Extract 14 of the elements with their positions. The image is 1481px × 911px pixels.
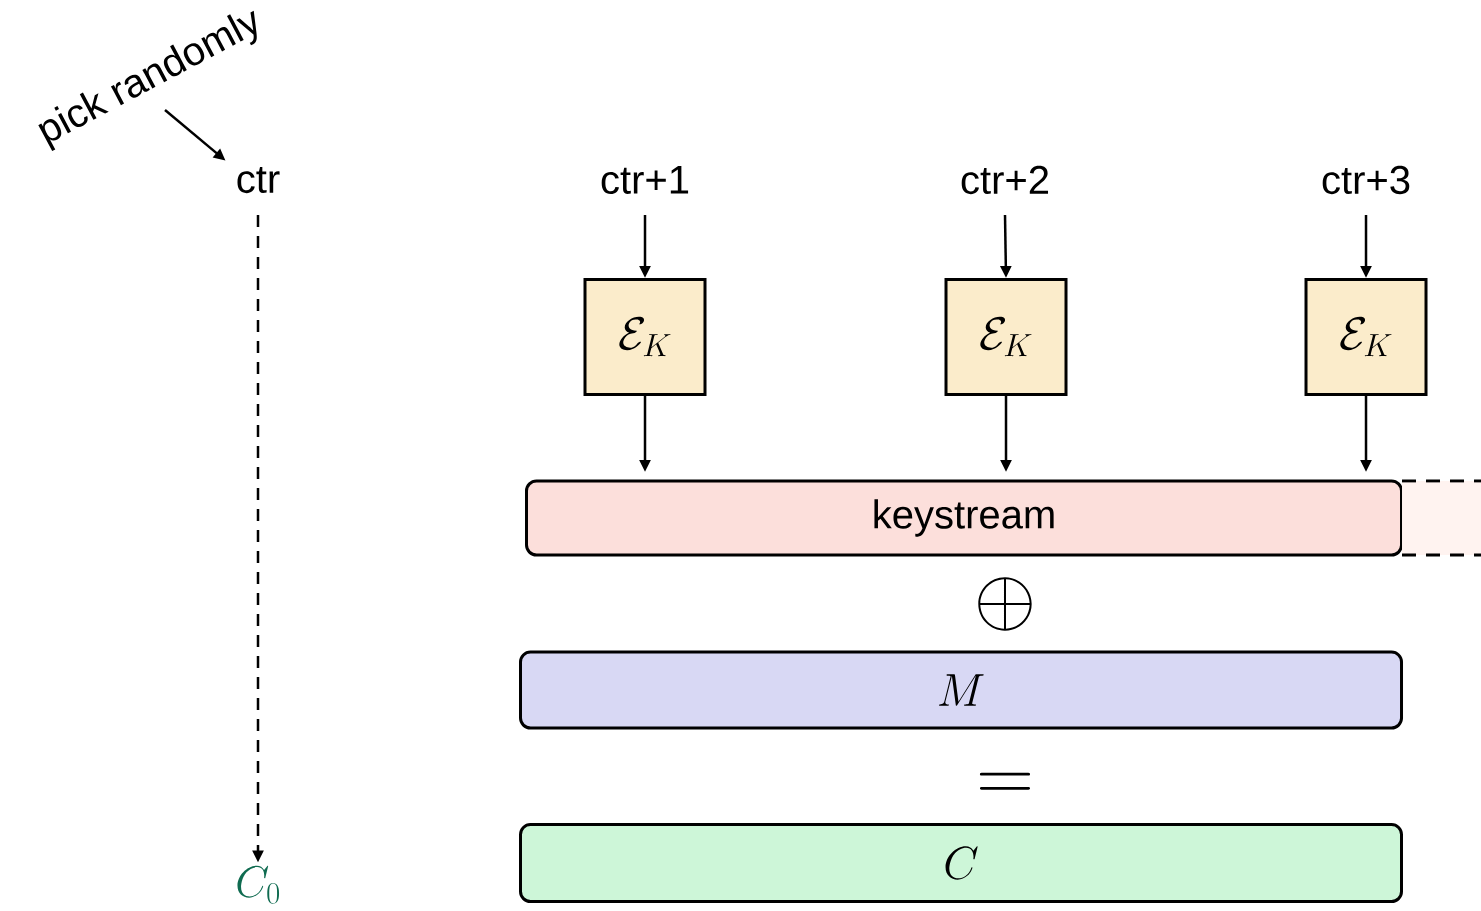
encryption-box: $\mathcal{E}_K$	[1304, 278, 1428, 396]
counter-label: ctr+3	[1322, 165, 1410, 195]
keystream-extension	[1402, 479, 1481, 557]
xor-symbol: $\oplus$	[978, 577, 1032, 631]
equals-sign: $=$	[979, 772, 1031, 790]
counter-label: ctr+1	[601, 166, 689, 194]
encryption-box: $\mathcal{E}_K$	[583, 278, 707, 396]
message-bar: $M$	[519, 650, 1403, 730]
counter-label: ctr	[237, 166, 280, 194]
ciphertext-bar: $C$	[519, 823, 1403, 903]
keystream-bar: keystream	[525, 479, 1403, 557]
ciphertext-label: $C_0$	[237, 865, 280, 904]
counter-label: ctr+2	[961, 165, 1048, 195]
encryption-box: $\mathcal{E}_K$	[944, 278, 1068, 396]
